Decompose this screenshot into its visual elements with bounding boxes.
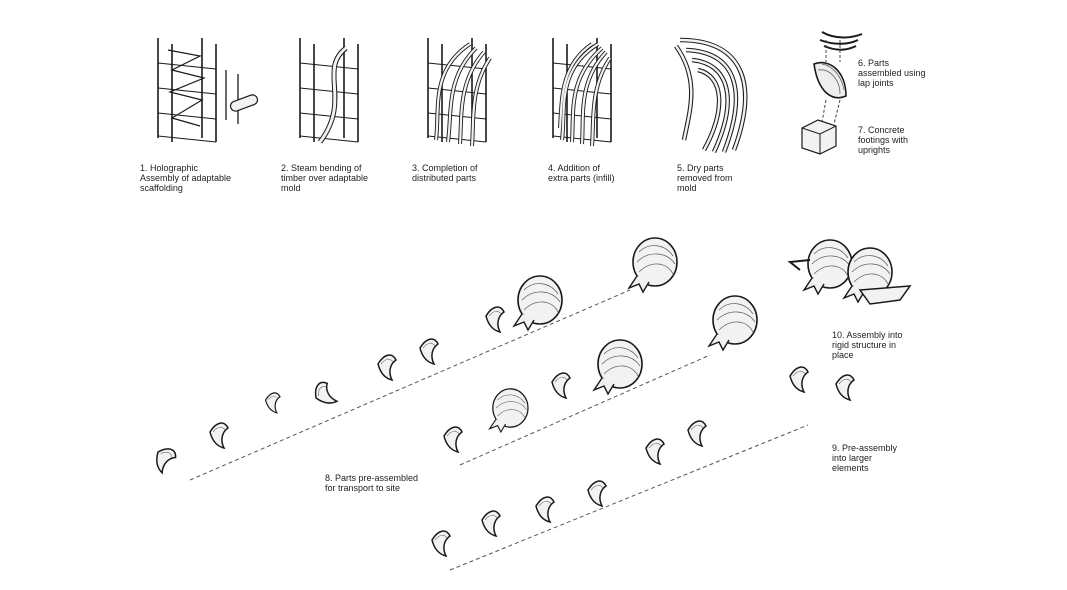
row-1-parts [149,237,678,476]
caption-step-5: 5. Dry parts removed from mold [677,163,733,193]
step-1-illustration [157,37,259,143]
step-4-illustration [552,37,612,147]
caption-step-6: 6. Parts assembled using lap joints [858,58,926,88]
step-5-illustration [674,37,748,153]
row-3-parts [431,366,855,557]
step-6-7-illustration [801,31,863,155]
caption-step-3: 3. Completion of distributed parts [412,163,478,183]
step-3-illustration [427,37,492,147]
caption-step-8: 8. Parts pre-assembled for transport to … [325,473,419,493]
caption-step-1: 1. Holographic Assembly of adaptable sca… [140,163,232,193]
caption-step-9: 9. Pre-assembly into larger elements [832,443,898,473]
step-10-structure [787,239,912,305]
caption-step-10: 10. Assembly into rigid structure in pla… [832,330,903,360]
caption-step-4: 4. Addition of extra parts (infill) [548,163,615,183]
caption-step-2: 2. Steam bending of timber over adaptabl… [281,163,369,193]
caption-step-7: 7. Concrete footings with uprights [858,125,909,155]
step-2-illustration [299,37,359,144]
assembly-lines [189,289,809,571]
